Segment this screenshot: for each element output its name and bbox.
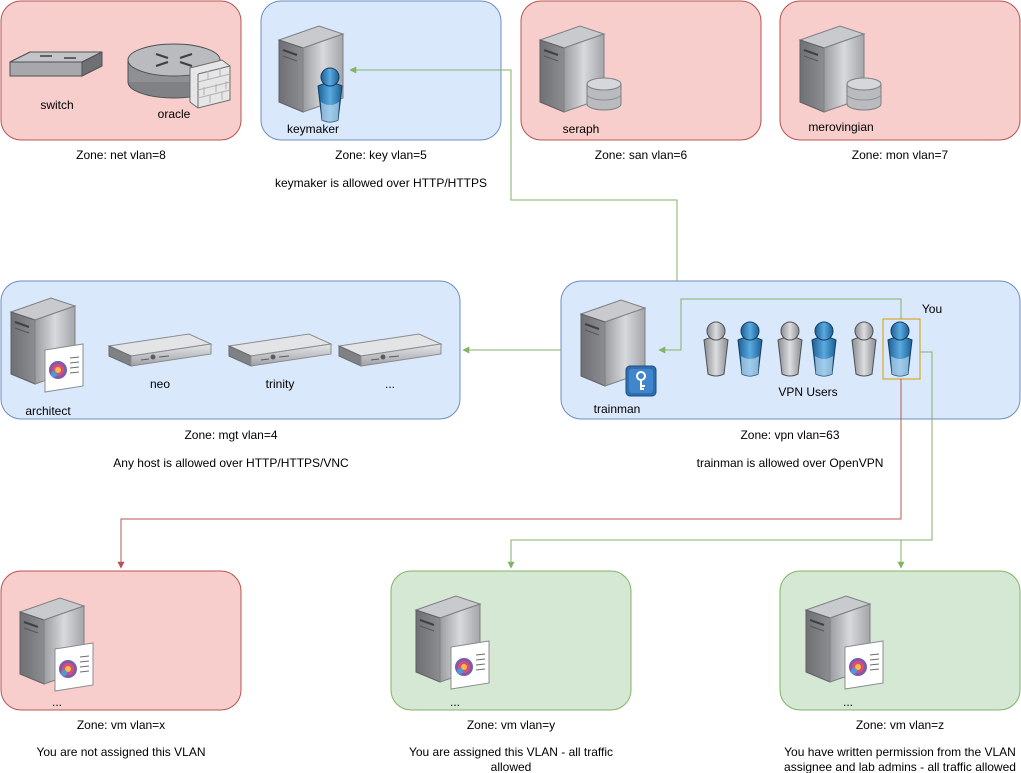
architect-config-icon <box>44 343 84 393</box>
merovingian-disk-icon <box>846 77 882 111</box>
host-label-neo: neo <box>150 377 170 391</box>
vpn-user-icon-3 <box>777 321 803 377</box>
edge-vpn-to-keymaker <box>349 66 678 281</box>
vmy-config-icon <box>450 640 490 690</box>
key-icon <box>625 365 657 397</box>
switch-icon <box>9 51 103 77</box>
edge-you-to-vmx <box>117 379 902 569</box>
caption-vpn: Zone: vpn vlan=63 <box>740 428 839 442</box>
caption-san: Zone: san vlan=6 <box>595 148 688 162</box>
zone-net-box <box>0 0 242 141</box>
caption-vmy: Zone: vm vlan=y <box>467 718 555 732</box>
host-label-trainman: trainman <box>594 402 641 416</box>
note-vmy-line1: You are assigned this VLAN - all traffic <box>409 745 613 759</box>
host-label-seraph: seraph <box>563 122 600 136</box>
note-vmx: You are not assigned this VLAN <box>36 745 205 759</box>
edge-you-to-vmy <box>507 539 932 569</box>
keymaker-user-icon <box>317 67 343 123</box>
host-label-trinity: trinity <box>266 377 295 391</box>
caption-net: Zone: net vlan=8 <box>76 148 166 162</box>
caption-vmz: Zone: vm vlan=z <box>856 718 944 732</box>
note-key: keymaker is allowed over HTTP/HTTPS <box>275 176 487 190</box>
host-label-switch: switch <box>40 98 73 112</box>
note-vmz-line2: assignee and lab admins - all traffic al… <box>784 760 1016 773</box>
note-mgt: Any host is allowed over HTTP/HTTPS/VNC <box>113 456 349 470</box>
note-vmy-line2: allowed <box>491 760 532 773</box>
host-label-architect: architect <box>25 404 71 418</box>
vmz-config-icon <box>844 640 884 690</box>
caption-vmx: Zone: vm vlan=x <box>77 718 165 732</box>
vmz-host-label: ... <box>843 695 853 709</box>
host-label-oracle: oracle <box>158 107 191 121</box>
note-vpn: trainman is allowed over OpenVPN <box>697 456 884 470</box>
host-label-keymaker: keymaker <box>287 122 339 136</box>
note-vmz-line1: You have written permission from the VLA… <box>784 745 1016 759</box>
host-label-merovingian: merovingian <box>808 120 873 134</box>
caption-key: Zone: key vlan=5 <box>335 148 427 162</box>
vpn-user-icon-1 <box>703 321 729 377</box>
vpn-user-icon-2 <box>737 321 763 377</box>
seraph-disk-icon <box>586 77 622 111</box>
vpn-user-icon-5 <box>851 321 877 377</box>
vpn-users-label: VPN Users <box>778 385 837 399</box>
host-label-more: ... <box>385 377 395 391</box>
you-user-icon <box>887 321 913 377</box>
vmx-host-label: ... <box>52 695 62 709</box>
edge-you-to-trainman <box>658 298 902 354</box>
caption-mgt: Zone: mgt vlan=4 <box>184 428 277 442</box>
vpn-user-icon-4 <box>811 321 837 377</box>
you-label: You <box>922 302 942 316</box>
vmy-host-label: ... <box>450 695 460 709</box>
firewall-icon <box>189 59 231 109</box>
vmx-config-icon <box>54 642 94 692</box>
caption-mon: Zone: mon vlan=7 <box>852 148 949 162</box>
